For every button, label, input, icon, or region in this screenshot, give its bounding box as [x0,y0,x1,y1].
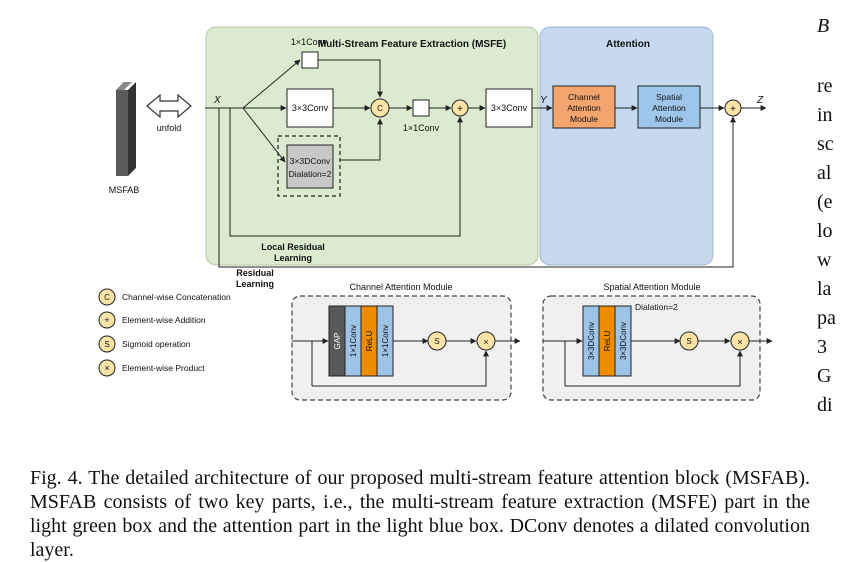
residual-label-2: Learning [236,279,274,289]
attention-panel [539,26,714,266]
legend: C Channel-wise Concatenation + Element-w… [98,288,231,377]
add-symbol-final: + [730,104,736,115]
spatial-attention-l3: Module [655,114,683,124]
dilated-conv [286,144,334,189]
side-line-1: re [817,75,833,97]
add-symbol-msfe: + [457,104,463,115]
side-line-11: G [817,365,832,387]
page: Multi-Stream Feature Extraction (MSFE) A… [30,0,862,561]
spatial-attention-l1: Spatial [656,92,682,102]
conv-1x1-mid-label: 1×1Conv [403,123,440,133]
sam-dilation: Dialation=2 [635,302,678,312]
conv-1x1-mid [412,99,430,117]
sam-conv1-label: 3×3DConv [587,322,596,360]
msfab-label: MSFAB [109,185,140,195]
residual-label-1: Residual [236,268,274,278]
conv-1x1-top-label: 1×1Conv [291,37,328,47]
conv-3x3-out-label: 3×3Conv [491,103,528,113]
legend-add-icon [98,311,116,329]
conv-3x3-label: 3×3Conv [292,103,329,113]
local-residual-label-2: Learning [274,253,312,263]
cam-conv1-label: 1×1Conv [349,325,358,357]
y-label: Y [540,95,548,106]
dilated-conv-label-2: Dialation=2 [289,169,332,179]
channel-attention-l3: Module [570,114,598,124]
side-line-2: in [817,104,833,126]
spatial-attention-block [637,85,701,129]
msfe-title: Multi-Stream Feature Extraction (MSFE) [318,39,506,50]
side-line-5: (e [817,191,833,213]
legend-product-text: Element-wise Product [122,363,205,373]
sam-sigmoid-symbol: S [686,337,691,346]
cam-gap-label: GAP [333,333,342,350]
adjacent-column-text: B re in sc al (e lo w la pa 3 G di [817,0,862,550]
concat-symbol: C [377,104,383,113]
legend-sigmoid-symbol: S [104,340,109,349]
side-line-8: la [817,278,832,300]
dilated-conv-dashed-box [277,135,341,197]
legend-add-symbol: + [104,315,109,325]
legend-sigmoid-text: Sigmoid operation [122,339,191,349]
architecture-figure: Multi-Stream Feature Extraction (MSFE) A… [98,26,773,401]
local-residual-label-1: Local Residual [261,242,325,252]
msfe-panel [205,26,539,266]
channel-attention-detail: Channel Attention Module GAP 1×1Conv ReL… [291,282,521,401]
channel-attention-l1: Channel [568,92,600,102]
x-label: X [213,95,221,106]
dilated-conv-label-1: 3×3DConv [290,156,331,166]
legend-concat-symbol: C [104,293,110,302]
legend-product-icon [98,359,116,377]
side-line-6: lo [817,220,833,242]
cam-relu-label: ReLU [365,331,374,352]
conv-3x3-out [485,88,533,128]
legend-add-text: Element-wise Addition [122,315,206,325]
side-line-7: w [817,249,832,271]
spatial-attention-detail: Spatial Attention Module Dialation=2 3×3… [542,282,773,401]
side-line-0: B [817,15,830,37]
attention-title: Attention [606,39,650,50]
conv-1x1-top [301,51,319,69]
channel-attention-block [552,85,616,129]
unfold-arrow [146,93,192,119]
figure-caption: Fig. 4. The detailed architecture of our… [30,467,810,561]
unfold-label: unfold [157,123,182,133]
channel-attention-l2: Attention [567,103,601,113]
side-line-12: di [817,394,833,416]
cam-conv2-label: 1×1Conv [381,325,390,357]
spatial-attention-l2: Attention [652,103,686,113]
sam-relu-label: ReLU [603,331,612,352]
side-line-4: al [817,162,832,184]
side-line-10: 3 [817,336,827,358]
msfab-block [116,82,136,176]
sam-conv2-label: 3×3DConv [619,322,628,360]
side-line-3: sc [817,133,834,155]
legend-concat-icon [98,288,116,306]
z-label: Z [756,95,764,106]
cam-product-symbol: × [483,337,488,347]
sam-product-symbol: × [737,337,742,347]
cam-sigmoid-symbol: S [434,337,439,346]
legend-concat-text: Channel-wise Concatenation [122,292,231,302]
side-line-9: pa [817,307,836,329]
sam-title: Spatial Attention Module [603,282,700,292]
legend-product-symbol: × [104,363,109,373]
legend-sigmoid-icon [98,335,116,353]
cam-title: Channel Attention Module [349,282,452,292]
